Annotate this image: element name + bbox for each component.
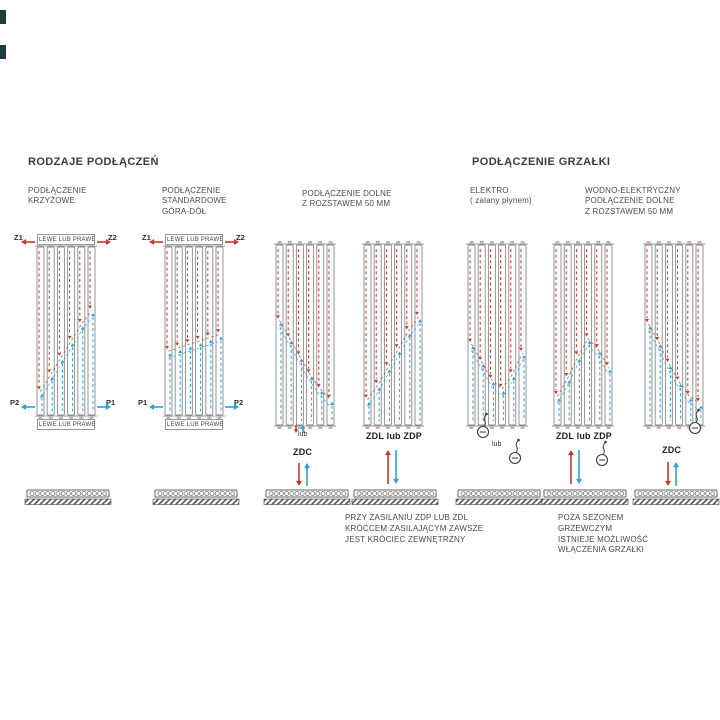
port-label-z2: Z2 bbox=[236, 233, 245, 242]
supply-arrow bbox=[293, 425, 299, 433]
radiator bbox=[362, 241, 424, 429]
return-arrow bbox=[225, 404, 239, 410]
column-label-elektro: ELEKTRO ( zalany płynem) bbox=[470, 186, 532, 206]
column-label-standardowe: PODŁĄCZENIE STANDARDOWE GÓRA-DÓŁ bbox=[162, 186, 227, 216]
radiator bbox=[643, 241, 705, 429]
radiator bbox=[274, 241, 336, 429]
label-lub: lub bbox=[492, 441, 502, 448]
floor-bracket bbox=[263, 489, 351, 505]
note-zdp-zdl: PRZY ZASILANIU ZDP LUB ZDL KRÓĆCEM ZASIL… bbox=[345, 513, 484, 544]
floor-bracket bbox=[24, 489, 112, 505]
return-arrow bbox=[393, 450, 399, 484]
return-arrow bbox=[21, 404, 35, 410]
return-arrow bbox=[149, 404, 163, 410]
port-label-p2: P2 bbox=[10, 398, 20, 407]
flow-boundary-line bbox=[168, 334, 220, 359]
page-edge-mark bbox=[0, 10, 6, 59]
flow-boundary-line bbox=[648, 324, 700, 411]
heater-icon bbox=[595, 440, 609, 467]
heater-icon bbox=[508, 438, 522, 465]
flow-boundary-line bbox=[367, 316, 419, 408]
column-label-wodno: WODNO-ELEKTRYCZNY PODŁĄCZENIE DOLNE Z RO… bbox=[585, 186, 681, 216]
supply-arrow bbox=[568, 450, 574, 484]
supply-arrow bbox=[225, 239, 239, 245]
label-zdl-zdp: ZDL lub ZDP bbox=[555, 431, 613, 441]
supply-arrow bbox=[149, 239, 163, 245]
port-label-p1: P1 bbox=[138, 398, 148, 407]
label-lub: lub bbox=[298, 431, 308, 438]
port-label-z2: Z2 bbox=[108, 233, 117, 242]
supply-arrow bbox=[385, 450, 391, 484]
side-option-box: LEWE LUB PRAWE bbox=[37, 234, 95, 245]
radiator bbox=[35, 243, 97, 419]
return-arrow bbox=[304, 463, 310, 486]
return-arrow bbox=[97, 404, 111, 410]
heater-icon bbox=[688, 408, 702, 435]
label-zdc: ZDC bbox=[662, 445, 682, 455]
port-label-p2: P2 bbox=[234, 398, 244, 407]
supply-arrow bbox=[97, 239, 111, 245]
note-grzalka: POZA SEZONEM GRZEWCZYM ISTNIEJE MOŻLIWOŚ… bbox=[558, 513, 649, 555]
radiator bbox=[163, 243, 225, 419]
flow-boundary-line bbox=[471, 343, 523, 397]
supply-arrow bbox=[296, 463, 302, 486]
flow-boundary-line bbox=[557, 337, 609, 404]
section-title-heater: PODŁĄCZENIE GRZAŁKI bbox=[472, 156, 611, 168]
side-option-box: LEWE LUB PRAWE bbox=[165, 234, 223, 245]
port-label-z1: Z1 bbox=[14, 233, 23, 242]
flow-boundary-line bbox=[279, 320, 331, 408]
floor-bracket bbox=[632, 489, 720, 505]
radiator bbox=[466, 241, 528, 429]
floor-bracket bbox=[455, 489, 543, 505]
flow-boundary-line bbox=[40, 310, 92, 399]
column-label-dolne: PODŁĄCZENIE DOLNE Z ROZSTAWEM 50 MM bbox=[302, 189, 392, 209]
label-zdl-zdp: ZDL lub ZDP bbox=[365, 431, 423, 441]
section-title-connections: RODZAJE PODŁĄCZEŃ bbox=[28, 156, 159, 168]
side-option-box: LEWE LUB PRAWE bbox=[37, 419, 95, 430]
column-label-krzyzowe: PODŁĄCZENIE KRZYŻOWE bbox=[28, 186, 87, 206]
return-arrow bbox=[576, 450, 582, 484]
side-option-box: LEWE LUB PRAWE bbox=[165, 419, 223, 430]
radiator bbox=[552, 241, 614, 429]
return-arrow bbox=[673, 462, 679, 486]
supply-arrow bbox=[665, 462, 671, 486]
return-arrow bbox=[300, 425, 306, 433]
port-label-z1: Z1 bbox=[142, 233, 151, 242]
floor-bracket bbox=[152, 489, 240, 505]
heater-icon bbox=[476, 412, 490, 439]
floor-bracket bbox=[541, 489, 629, 505]
port-label-p1: P1 bbox=[106, 398, 116, 407]
floor-bracket bbox=[351, 489, 439, 505]
label-zdc: ZDC bbox=[293, 447, 313, 457]
supply-arrow bbox=[21, 239, 35, 245]
